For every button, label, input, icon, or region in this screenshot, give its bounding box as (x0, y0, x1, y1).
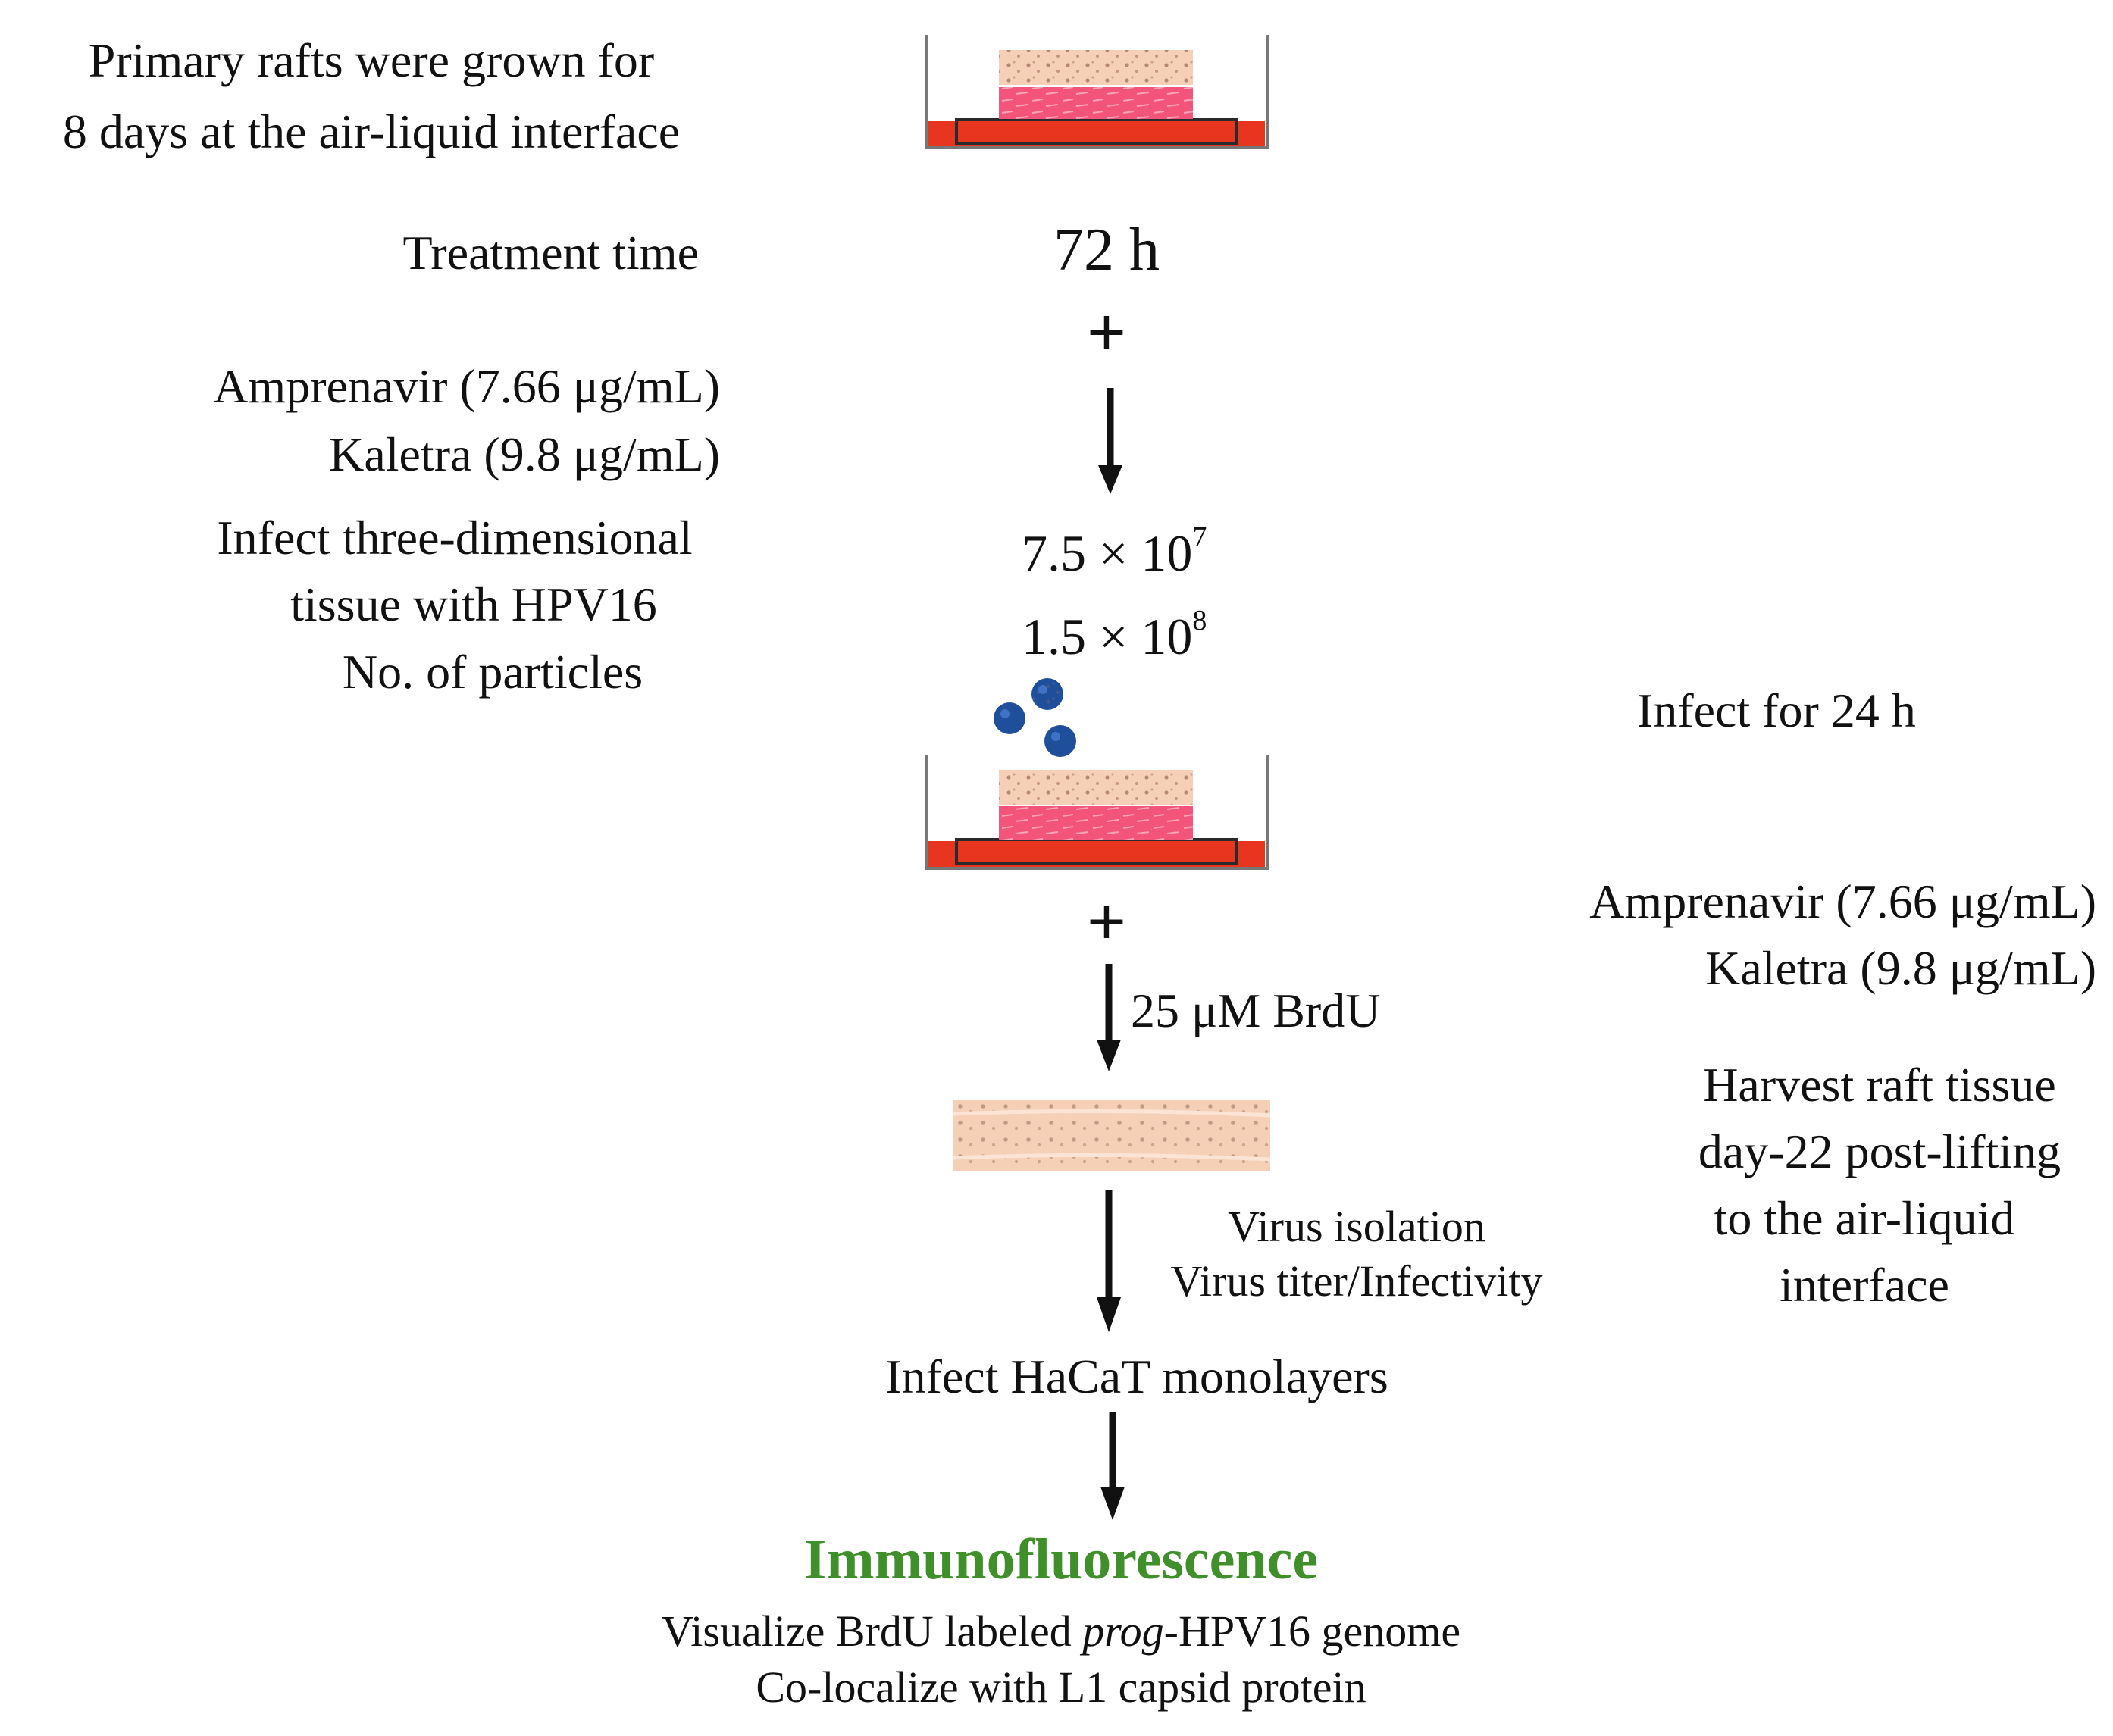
harvested-raft-tissue (953, 1100, 1271, 1171)
drug-amprenavir-pretreatment: Amprenavir (7.66 μg/mL) (213, 359, 720, 413)
plus-sign-treatment: + (1086, 293, 1127, 371)
immunofluorescence-title: Immunofluorescence (803, 1528, 1319, 1591)
raft-growth-text-line2: 8 days at the air-liquid interface (62, 105, 681, 158)
drug-kaletra-posttreatment: Kaletra (9.8 μg/mL) (1705, 941, 2096, 995)
arrow-hacat-to-immunofluorescence (1100, 1412, 1125, 1520)
particle-dose-1-base: 7.5 × 10 (1022, 524, 1193, 582)
infect-tissue-line1: Infect three-dimensional (217, 511, 693, 565)
particle-dose-1: 7.5 × 107 (1022, 523, 1207, 582)
treatment-time-label: Treatment time (402, 226, 699, 280)
arrow-harvest-to-hacat (1097, 1190, 1121, 1332)
colocalize-l1-text: Co-localize with L1 capsid protein (756, 1662, 1366, 1712)
hpv16-virus-particles (994, 678, 1076, 757)
virus-isolation-label: Virus isolation (1228, 1202, 1485, 1251)
particle-dose-1-exponent: 7 (1192, 521, 1207, 553)
particle-dose-2: 1.5 × 108 (1022, 606, 1207, 665)
plus-sign-posttreatment: + (1086, 883, 1127, 960)
arrow-treatment-to-infection (1098, 388, 1122, 494)
visualize-brdu-text-b: -HPV16 genome (1163, 1606, 1461, 1656)
drug-kaletra-pretreatment: Kaletra (9.8 μg/mL) (329, 427, 720, 481)
virus-titer-label: Virus titer/Infectivity (1170, 1256, 1543, 1306)
visualize-brdu-text: Visualize BrdU labeled prog-HPV16 genome (531, 1609, 1592, 1653)
harvest-text-line3: to the air-liquid (1714, 1191, 2015, 1245)
prog-italic: prog (1082, 1606, 1164, 1656)
harvest-text-line4: interface (1780, 1258, 1949, 1312)
infect-tissue-line2: tissue with HPV16 (290, 577, 657, 631)
treatment-time-value: 72 h (1053, 217, 1160, 283)
raft-culture-dish-2 (925, 755, 1269, 870)
particle-dose-2-base: 1.5 × 10 (1022, 608, 1193, 665)
harvest-text-line2: day-22 post-lifting (1698, 1124, 2061, 1178)
particle-dose-2-exponent: 8 (1192, 605, 1207, 637)
infect-hacat-label: Infect HaCaT monolayers (885, 1350, 1388, 1403)
arrow-infection-to-harvest (1097, 964, 1121, 1071)
raft-culture-dish-1 (925, 35, 1269, 149)
infect-tissue-line3: No. of particles (342, 645, 643, 699)
drug-amprenavir-posttreatment: Amprenavir (7.66 μg/mL) (1589, 874, 2096, 928)
visualize-brdu-text-a: Visualize BrdU labeled (661, 1606, 1083, 1656)
infection-duration-label: Infect for 24 h (1637, 683, 1916, 737)
brdu-label: 25 μM BrdU (1131, 984, 1381, 1037)
harvest-text-line1: Harvest raft tissue (1703, 1058, 2056, 1112)
raft-growth-text-line1: Primary rafts were grown for (88, 33, 655, 87)
